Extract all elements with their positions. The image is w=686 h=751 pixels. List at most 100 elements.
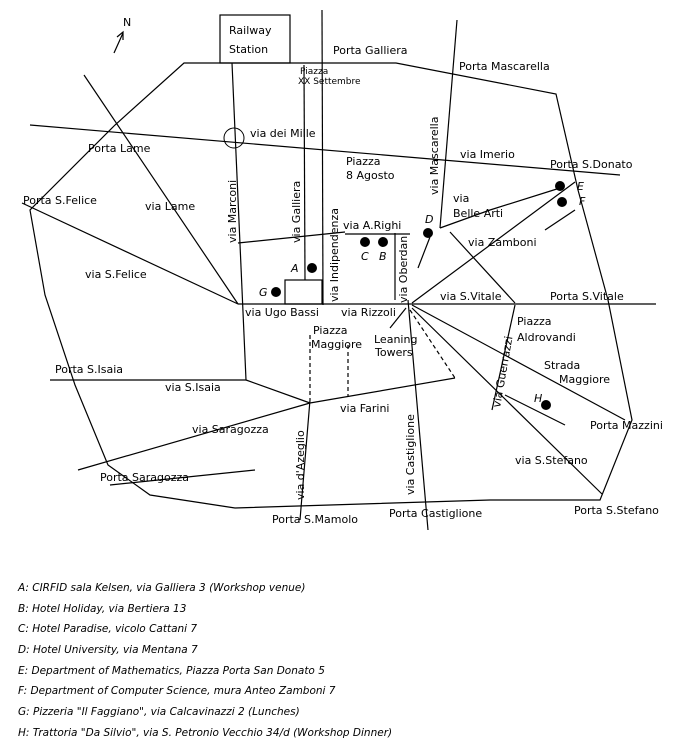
label-via-galliera: via Galliera [290, 181, 303, 243]
street-via-a-righi [237, 231, 346, 244]
marker-d-dot [423, 228, 433, 238]
railway-station [219, 14, 291, 64]
legend-item-h: H: Trattoria "Da Silvio", via S. Petroni… [18, 726, 393, 739]
label-piazza-xx-line1: Piazza [300, 67, 328, 77]
legend-item-a: A: CIRFID sala Kelsen, via Galliera 3 (W… [18, 582, 306, 594]
station-label-line2: Station [229, 43, 268, 56]
north-arrow-icon [113, 30, 124, 54]
street-via-s-felice [21, 202, 239, 305]
label-via-s-isaia: via S.Isaia [165, 381, 221, 394]
label-porta-s-stefano: Porta S.Stefano [574, 504, 659, 517]
street-via-belle-arti [439, 187, 561, 229]
marker-f-label: F [579, 195, 586, 208]
street-via-marconi [231, 62, 247, 381]
marker-e-dot [555, 181, 565, 191]
label-piazza-8-line1: Piazza [346, 155, 380, 168]
marker-a-label: A [290, 262, 299, 275]
label-porta-saragozza: Porta Saragozza [100, 471, 189, 484]
label-via-lame: via Lame [145, 200, 195, 213]
street-h-spur [504, 394, 566, 426]
label-via-imerio: via Imerio [460, 148, 515, 161]
label-via-s-felice: via S.Felice [85, 268, 147, 281]
street-via-s-stefano [411, 307, 603, 495]
marker-c-dot [360, 237, 370, 247]
label-via-d-azeglio: via d'Azeglio [294, 430, 307, 500]
street-porta-saragozza-road [109, 469, 256, 486]
street-leaning-towers-pointer [389, 307, 407, 329]
marker-d-label: D [425, 213, 433, 226]
marker-f-dot [557, 197, 567, 207]
label-porta-s-donato: Porta S.Donato [550, 158, 633, 171]
label-via-castiglione: via Castiglione [404, 414, 417, 495]
label-strada-maggiore-line1: Strada [544, 359, 580, 372]
north-label: N [123, 16, 131, 29]
marker-a-dot [307, 263, 317, 273]
marker-h-label: H [534, 392, 542, 405]
legend-item-f: F: Department of Computer Science, mura … [18, 685, 336, 698]
legend-item-e: E: Department of Mathematics, Piazza Por… [18, 664, 325, 677]
label-via-guerrazzi: via Guerrazzi [490, 335, 515, 408]
label-strada-maggiore-line2: Maggiore [559, 373, 610, 386]
label-piazza-maggiore-line1: Piazza [313, 324, 347, 337]
marker-g-label: G [259, 286, 268, 299]
label-porta-castiglione: Porta Castiglione [389, 507, 482, 520]
label-via-saragozza: via Saragozza [192, 423, 269, 436]
marker-c-label: C [361, 250, 369, 263]
street-strada-maggiore [411, 304, 626, 421]
street-via-guerrazzi [491, 304, 516, 411]
street-via-galliera [303, 64, 306, 281]
street-via-castiglione [407, 299, 429, 531]
street-via-mascarella [439, 19, 458, 229]
marker-e-label: E [577, 180, 584, 193]
label-leaning-towers-line2: Towers [374, 346, 413, 359]
street-via-lame [83, 74, 239, 305]
marker-b-dot [378, 237, 388, 247]
street-via-dei-mille [29, 124, 621, 176]
label-leaning-towers-line1: Leaning [374, 333, 417, 346]
street-via-indipendenza [321, 9, 324, 306]
label-via-belle-arti-line1: via [453, 192, 469, 205]
label-via-indipendenza: via Indipendenza [328, 208, 341, 302]
label-porta-s-felice: Porta S.Felice [23, 194, 97, 207]
label-via-oberdan: via Oberdan [397, 236, 410, 303]
legend-item-g: G: Pizzeria "Il Faggiano", via Calcavina… [18, 706, 300, 719]
label-via-farini: via Farini [340, 402, 389, 415]
station-label-line1: Railway [229, 24, 272, 37]
label-via-s-vitale: via S.Vitale [440, 290, 502, 303]
street-via-saragozza-east [245, 379, 311, 404]
label-via-a-righi: via A.Righi [343, 219, 401, 232]
street-via-zamboni [417, 236, 431, 269]
legend-item-b: B: Hotel Holiday, via Bertiera 13 [18, 602, 187, 615]
map-legend: A: CIRFID sala Kelsen, via Galliera 3 (W… [18, 578, 678, 744]
label-via-zamboni: via Zamboni [468, 236, 537, 249]
city-walls [29, 62, 633, 509]
label-porta-lame: Porta Lame [88, 142, 151, 155]
label-porta-mascarella: Porta Mascarella [459, 60, 550, 73]
label-piazza-maggiore-line2: Maggiore [311, 338, 362, 351]
legend-item-d: D: Hotel University, via Mentana 7 [18, 644, 198, 657]
marker-g-dot [271, 287, 281, 297]
city-map: N A B C D E F G H Railway S [21, 9, 663, 531]
label-via-rizzoli: via Rizzoli [341, 306, 396, 319]
marker-b-label: B [379, 250, 387, 263]
label-piazza-xx-line2: XX Settembre [298, 77, 361, 87]
label-via-s-stefano: via S.Stefano [515, 454, 588, 467]
label-via-belle-arti-line2: Belle Arti [453, 207, 503, 220]
label-via-mascarella: via Mascarella [428, 117, 441, 195]
label-via-ugo-bassi: via Ugo Bassi [245, 306, 319, 319]
legend-item-c: C: Hotel Paradise, vicolo Cattani 7 [18, 623, 198, 636]
label-via-marconi: via Marconi [226, 180, 239, 243]
street-via-saragozza [77, 402, 311, 471]
label-piazza-aldrovandi-line1: Piazza [517, 315, 551, 328]
label-porta-galliera: Porta Galliera [333, 44, 408, 57]
label-porta-s-isaia: Porta S.Isaia [55, 363, 123, 376]
block-near-g [284, 279, 323, 305]
label-porta-s-vitale: Porta S.Vitale [550, 290, 624, 303]
label-piazza-8-line2: 8 Agosto [346, 169, 395, 182]
label-via-dei-mille: via dei Mille [250, 127, 316, 140]
marker-h-dot [541, 400, 551, 410]
street-s-donato-diagonal [411, 181, 576, 304]
label-porta-mazzini: Porta Mazzini [590, 419, 663, 432]
street-s-donato-spur [544, 209, 576, 231]
street-zamboni-diagonal [449, 231, 516, 304]
